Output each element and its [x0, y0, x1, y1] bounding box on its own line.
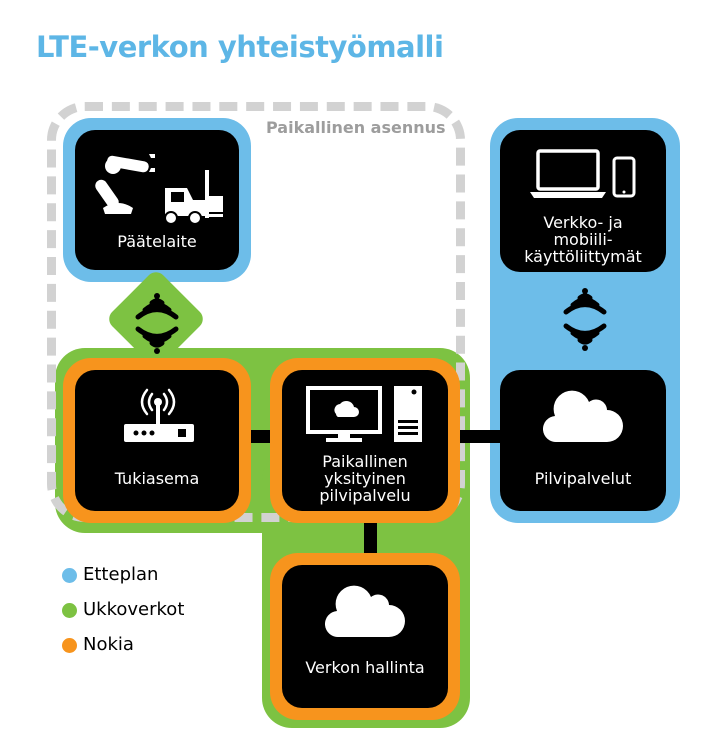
private-cloud-label-1: Paikallinen	[322, 452, 408, 471]
connector-line	[445, 430, 505, 443]
web-mobile-label-2: mobiili-	[553, 230, 613, 249]
terminal-node: Päätelaite	[75, 130, 239, 270]
base-station-label: Tukiasema	[114, 469, 200, 488]
cloud-services-label: Pilvipalvelut	[534, 469, 632, 488]
diagram-title: LTE-verkon yhteistyömalli	[36, 30, 444, 64]
router-icon	[124, 388, 194, 442]
legend-dot-nokia	[62, 638, 77, 653]
robot-arm-forklift-icon	[95, 154, 223, 223]
cloud-icon	[543, 390, 623, 443]
wireless-signal-icon	[563, 288, 607, 351]
private-cloud-node: Paikallinen yksityinen pilvipalvelu	[282, 370, 448, 511]
base-station-node: Tukiasema	[75, 370, 239, 511]
private-cloud-label-2: yksityinen	[324, 469, 406, 488]
wireless-signal-icon	[135, 293, 179, 354]
computer-server-icon	[306, 386, 422, 442]
local-installation-label: Paikallinen asennus	[266, 118, 446, 137]
laptop-phone-icon	[530, 149, 636, 198]
network-mgmt-node: Verkon hallinta	[282, 565, 448, 708]
web-mobile-label-1: Verkko- ja	[543, 213, 623, 232]
web-mobile-label-3: käyttöliittymät	[524, 247, 642, 266]
cloud-services-node: Pilvipalvelut	[500, 370, 666, 511]
legend-ukkoverkot: Ukkoverkot	[83, 599, 185, 620]
legend-etteplan: Etteplan	[83, 564, 159, 585]
local-installation-boundary	[47, 102, 465, 522]
private-cloud-label-3: pilvipalvelu	[319, 486, 411, 505]
cloud-icon	[325, 585, 405, 638]
legend-dot-ukkoverkot	[62, 603, 77, 618]
legend-nokia: Nokia	[83, 634, 134, 655]
legend-dot-etteplan	[62, 568, 77, 583]
network-mgmt-label: Verkon hallinta	[305, 658, 425, 677]
terminal-label: Päätelaite	[117, 232, 197, 251]
web-mobile-ui-node: Verkko- ja mobiili- käyttöliittymät	[500, 130, 666, 272]
